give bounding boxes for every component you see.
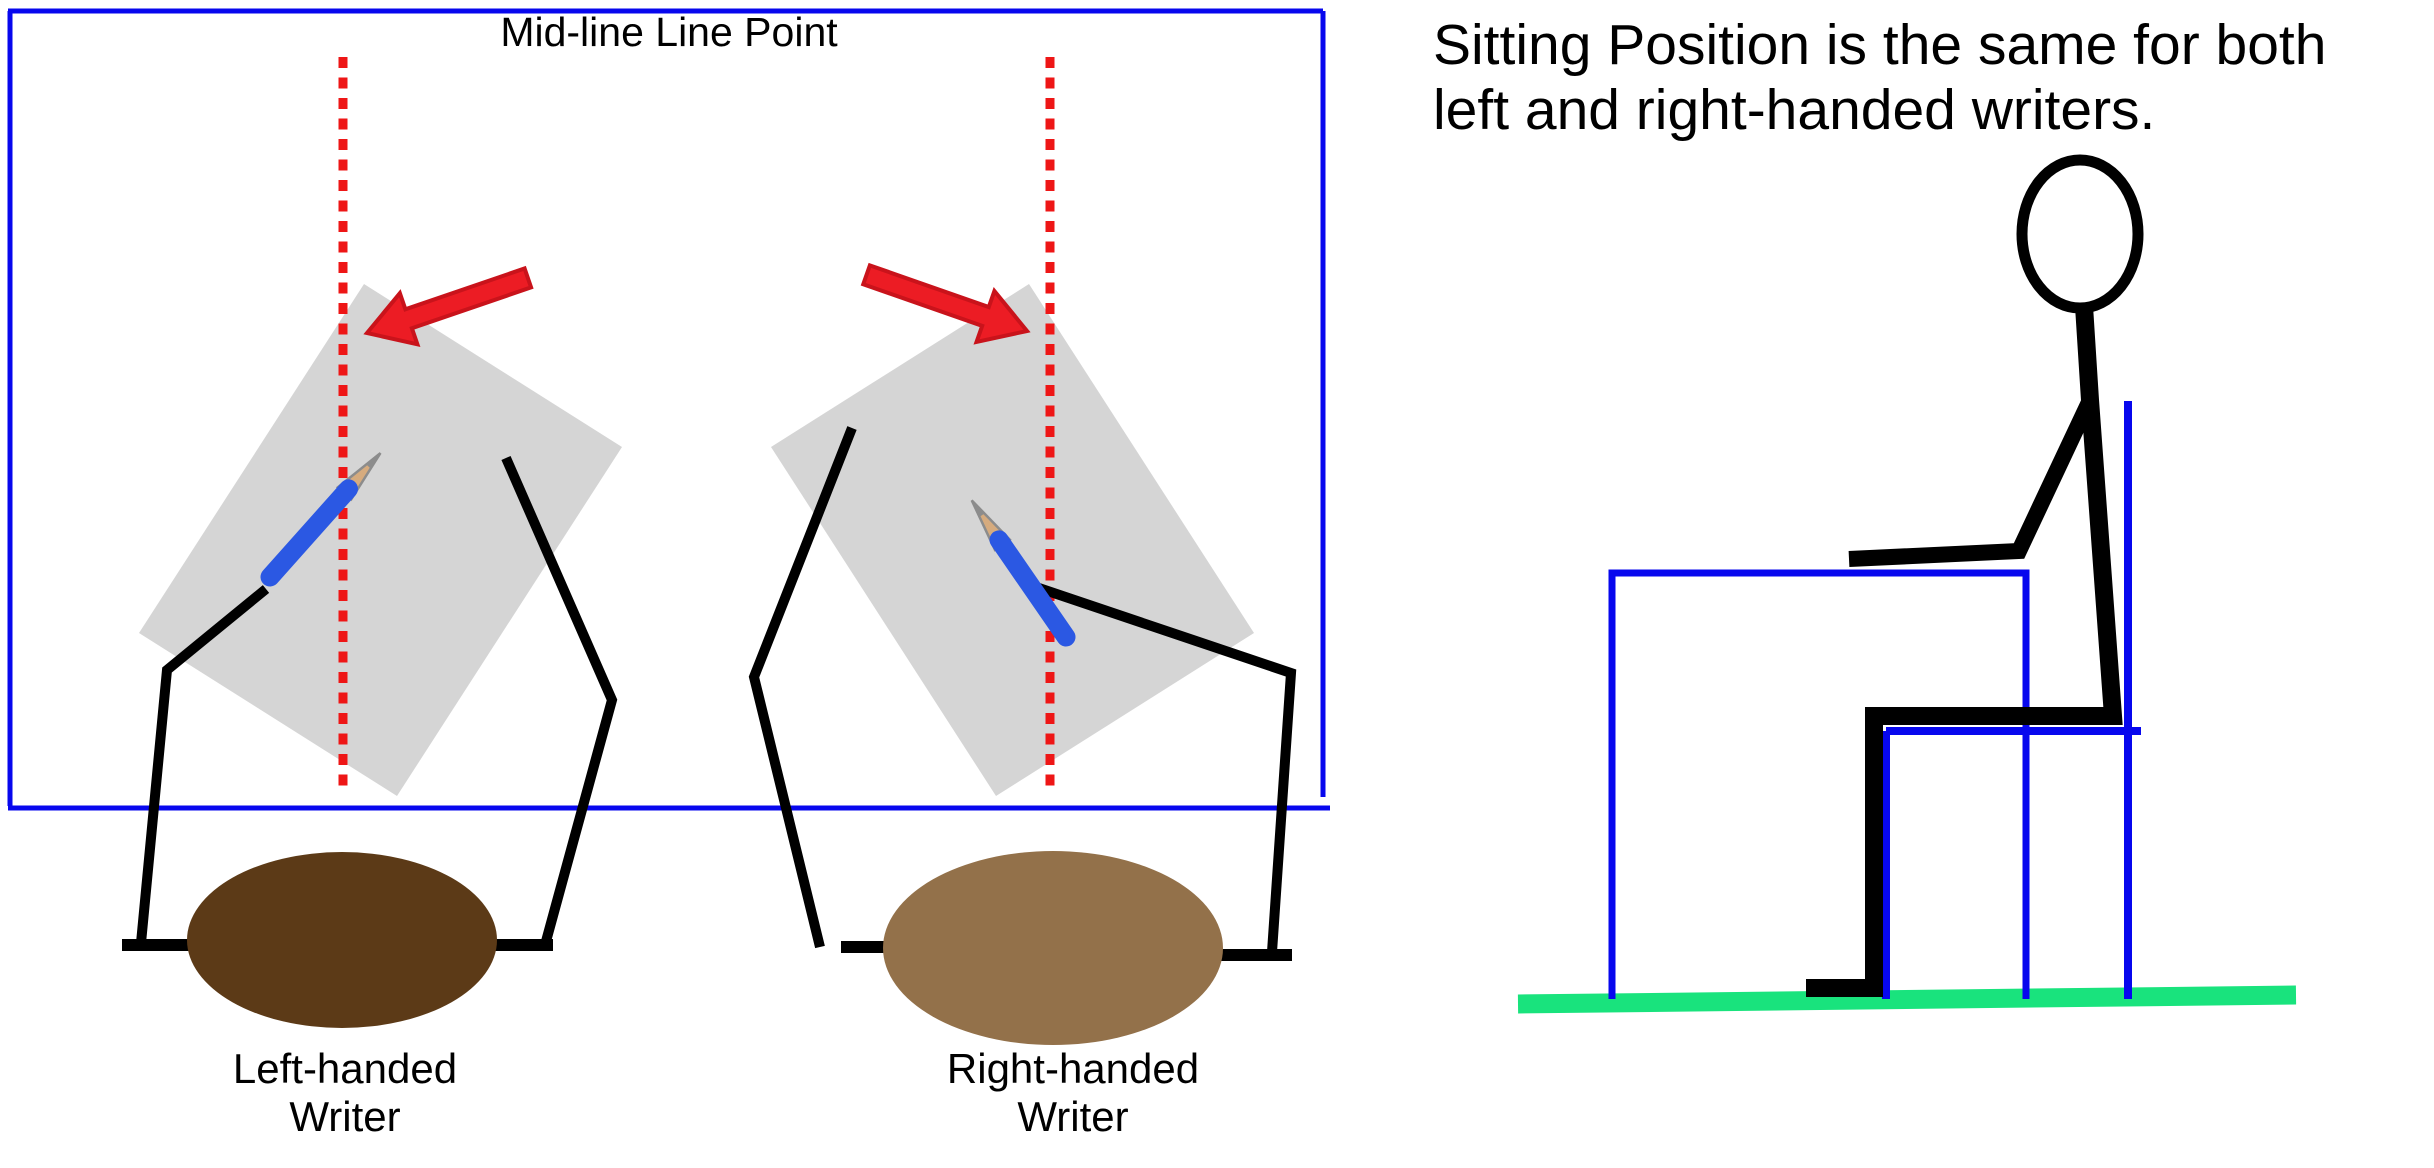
- arrow-left-shape: [363, 265, 534, 348]
- midline-arrow-right: [860, 262, 1031, 345]
- pencil-right-point: [971, 500, 985, 518]
- pencil-left-point: [365, 453, 381, 469]
- sitting-scene: [1517, 154, 2297, 1014]
- side-desk-outline: [1608, 569, 2030, 999]
- right-writer-left-arm: [748, 426, 857, 949]
- sitting-figure-body-leg: [1806, 305, 2123, 997]
- diagram-title: Mid-line Line Point: [500, 9, 838, 55]
- pencil-left: [260, 452, 382, 587]
- desk-top-view: [7, 8, 1330, 811]
- right-writer-label-line2: Writer: [1017, 1093, 1128, 1140]
- pencil-right: [970, 499, 1076, 647]
- pencil-right-body: [989, 530, 1076, 647]
- sitting-stick-figure: [1806, 154, 2144, 997]
- paper-right-writer: [771, 284, 1254, 796]
- paper-left-writer: [139, 284, 622, 796]
- sitting-caption-line1: Sitting Position is the same for both: [1433, 13, 2326, 77]
- pencil-left-body: [260, 479, 358, 587]
- sitting-caption-line2: left and right-handed writers.: [1433, 78, 2155, 142]
- midline-arrow-left: [363, 265, 534, 348]
- left-writer-label-line1: Left-handed: [233, 1045, 457, 1092]
- left-writer-label-line2: Writer: [289, 1093, 400, 1140]
- arrow-right-shape: [860, 262, 1031, 345]
- right-writer-right-arm: [1028, 580, 1297, 953]
- sitting-figure-arm: [1848, 396, 2098, 567]
- right-writer-head: [883, 851, 1223, 1045]
- sitting-figure-head: [2016, 154, 2144, 314]
- ground-line: [1517, 985, 2297, 1014]
- left-writer-left-arm: [136, 585, 270, 944]
- left-writer-figure: [122, 452, 618, 1028]
- right-writer-label-line1: Right-handed: [947, 1045, 1199, 1092]
- left-writer-head: [187, 852, 497, 1028]
- left-writer-right-arm: [501, 455, 618, 947]
- right-writer-figure: [748, 426, 1297, 1045]
